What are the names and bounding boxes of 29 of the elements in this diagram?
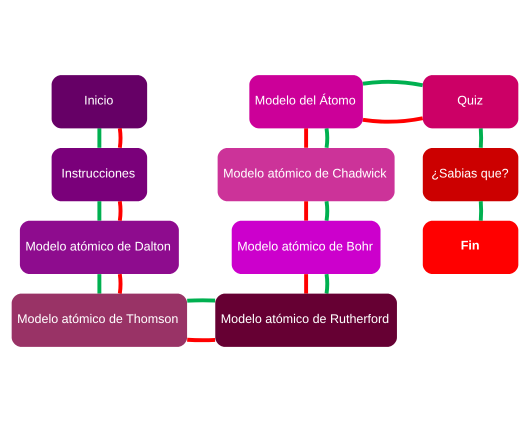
node-box: Modelo atómico de Thomson (12, 293, 188, 346)
node-box: Inicio (52, 74, 148, 128)
node-box: Modelo atómico de Chadwick (218, 147, 395, 201)
connector (304, 128, 308, 148)
connector (304, 274, 308, 293)
connector (324, 128, 330, 148)
connector (118, 273, 122, 294)
node-box: Fin (422, 220, 518, 274)
node-box: Modelo del Átomo (249, 74, 363, 128)
node-box: Modelo atómico de Dalton (20, 220, 179, 274)
connector (362, 116, 423, 124)
node-box: Modelo atómico de Bohr (232, 220, 380, 274)
node-box: Instrucciones (52, 147, 148, 201)
connector (118, 200, 122, 220)
connector (118, 128, 122, 148)
connector (187, 337, 216, 342)
node-box: ¿Sabias que? (422, 147, 518, 201)
node-box: Modelo atómico de Rutherford (215, 293, 397, 346)
connector (324, 200, 330, 220)
connector (362, 79, 423, 87)
connector (97, 200, 102, 220)
connector (304, 200, 308, 220)
connector (97, 128, 102, 148)
connector (478, 200, 484, 220)
node-box: Quiz (422, 74, 518, 128)
connector (97, 274, 102, 293)
connector (187, 298, 216, 302)
connector (478, 128, 484, 148)
connector (324, 273, 330, 294)
